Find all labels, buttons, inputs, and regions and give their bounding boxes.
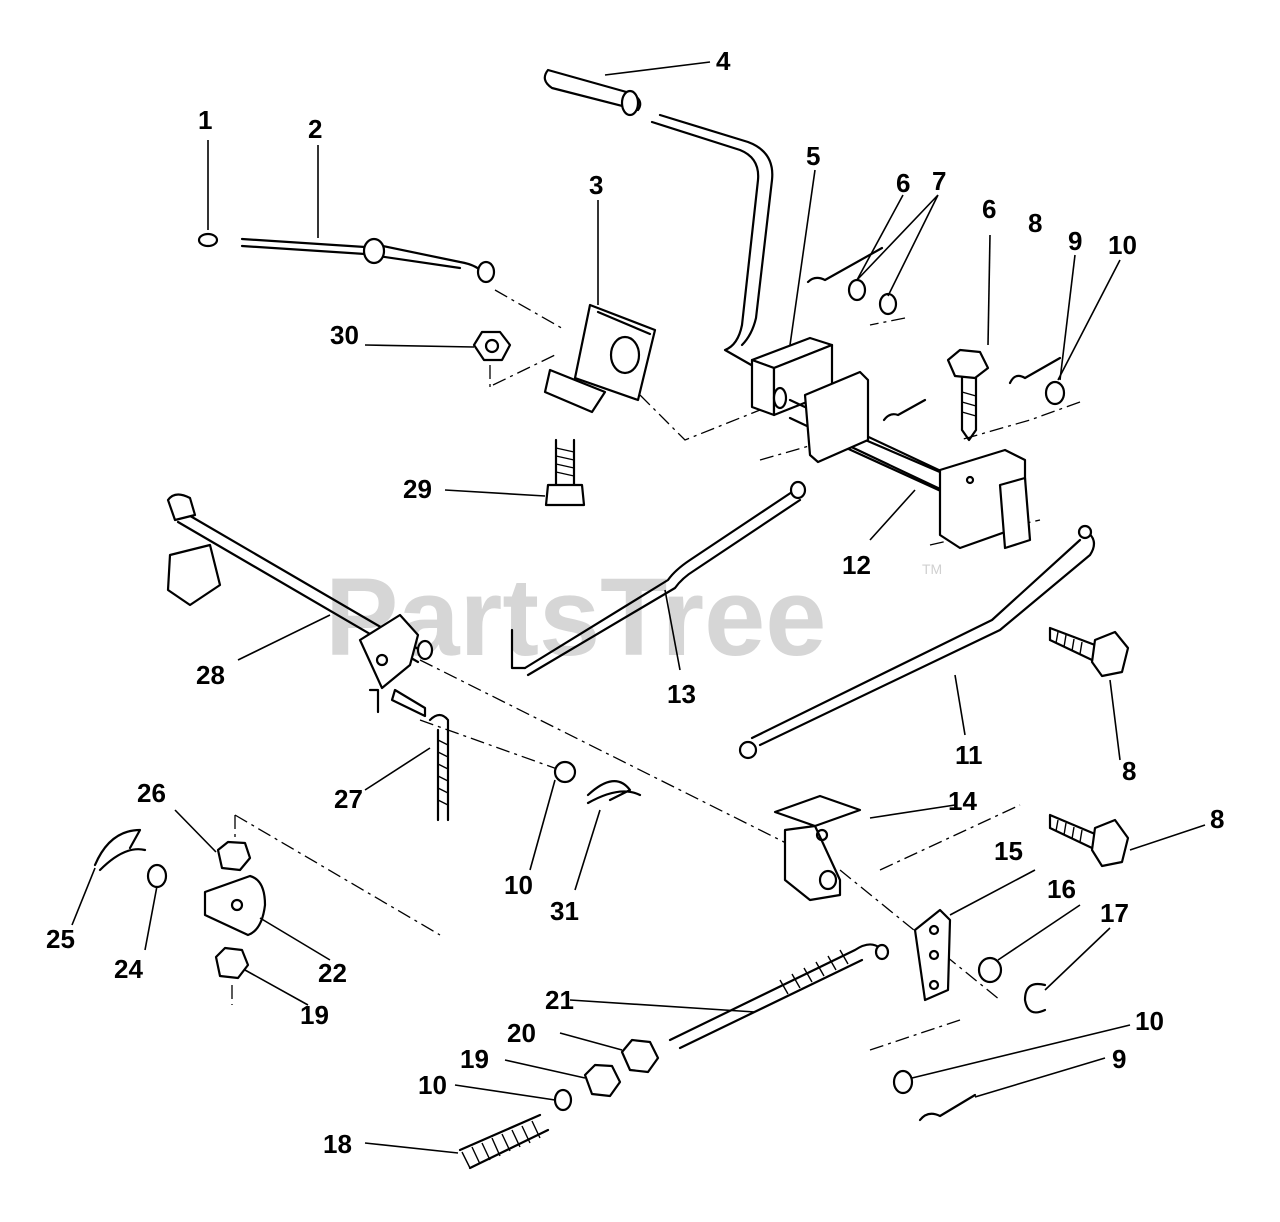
part-19-nut — [583, 1063, 622, 1098]
part-10-washer-bottom — [892, 1069, 914, 1095]
part-11-rod — [738, 524, 1096, 760]
callout-20: 20 — [507, 1018, 536, 1048]
callout-18: 18 — [323, 1129, 352, 1159]
part-3-bracket — [543, 303, 657, 414]
callout-6a: 6 — [896, 168, 910, 198]
callout-1: 1 — [198, 105, 212, 135]
callout-9a: 9 — [1068, 226, 1082, 256]
watermark-trademark: TM — [922, 561, 942, 577]
part-26-nut — [216, 840, 252, 872]
callout-5: 5 — [806, 141, 820, 171]
part-4-grip — [543, 68, 642, 117]
part-10-washer-mid — [553, 760, 577, 784]
callout-16: 16 — [1047, 874, 1076, 904]
part-21-rod — [668, 943, 890, 1050]
callout-8c: 8 — [1210, 804, 1224, 834]
part-10-washer-top — [1044, 380, 1066, 406]
part-1-plug — [197, 232, 219, 248]
part-18-spring — [458, 1113, 550, 1170]
leader-lines — [71, 61, 1206, 1154]
part-20-nut — [620, 1038, 660, 1074]
callout-3: 3 — [589, 170, 603, 200]
callout-11: 11 — [955, 740, 983, 770]
callout-13: 13 — [667, 679, 696, 709]
callout-14: 14 — [948, 786, 977, 816]
part-25-hairpin — [93, 828, 147, 872]
callout-21: 21 — [545, 985, 574, 1015]
part-10-washer-low — [553, 1088, 573, 1112]
callout-8a: 8 — [1028, 208, 1042, 238]
callout-8b: 8 — [1122, 756, 1136, 786]
part-9-cotter-pin-top — [1008, 356, 1062, 385]
callout-4: 4 — [716, 46, 731, 76]
callout-17: 17 — [1100, 898, 1129, 928]
callout-6b: 6 — [982, 194, 996, 224]
part-29-bolt — [544, 438, 586, 507]
part-14-bracket — [773, 794, 862, 902]
callout-7: 7 — [932, 166, 946, 196]
callout-10d: 10 — [418, 1070, 447, 1100]
callout-2: 2 — [308, 114, 322, 144]
part-6-cotter-pin — [806, 246, 927, 422]
part-9-cotter-pin-bottom — [918, 1093, 977, 1122]
part-8-bolt-mid — [1048, 626, 1130, 678]
callout-22: 22 — [318, 958, 347, 988]
callout-25: 25 — [46, 924, 75, 954]
part-28-shaft — [166, 493, 434, 690]
part-17-clip — [1023, 982, 1047, 1014]
callout-27: 27 — [334, 784, 363, 814]
callout-30: 30 — [330, 320, 359, 350]
part-7-washers — [847, 278, 898, 316]
callout-19a: 19 — [300, 1000, 329, 1030]
part-27-eye-bolt — [368, 688, 450, 822]
callout-19b: 19 — [460, 1044, 489, 1074]
part-15-plate — [913, 908, 952, 1002]
part-22-ferrule — [203, 874, 267, 937]
callout-9b: 9 — [1112, 1044, 1126, 1074]
callout-12: 12 — [842, 550, 871, 580]
part-12-shaft — [788, 370, 1032, 550]
part-31-hairpin — [586, 780, 642, 805]
callout-31: 31 — [550, 896, 579, 926]
part-24-washer — [146, 863, 168, 889]
callout-10c: 10 — [1135, 1006, 1164, 1036]
part-16-washer — [977, 956, 1003, 984]
part-30-hex-nut — [472, 330, 512, 362]
callout-labels: 1 2 3 4 5 6 7 6 8 9 10 30 29 12 28 13 11… — [46, 46, 1224, 1159]
callout-15: 15 — [994, 836, 1023, 866]
callout-26: 26 — [137, 778, 166, 808]
assembly-centerlines — [231, 289, 1081, 1051]
part-5-lever — [650, 113, 834, 417]
callout-10b: 10 — [504, 870, 533, 900]
callout-24: 24 — [114, 954, 143, 984]
part-2-rod — [240, 237, 496, 284]
part-8-bolt-low — [1048, 813, 1130, 868]
part-19-nut-left — [214, 946, 250, 980]
callout-28: 28 — [196, 660, 225, 690]
callout-29: 29 — [403, 474, 432, 504]
callout-10a: 10 — [1108, 230, 1137, 260]
part-13-link — [510, 480, 807, 677]
part-8-bolt-top — [946, 348, 990, 442]
